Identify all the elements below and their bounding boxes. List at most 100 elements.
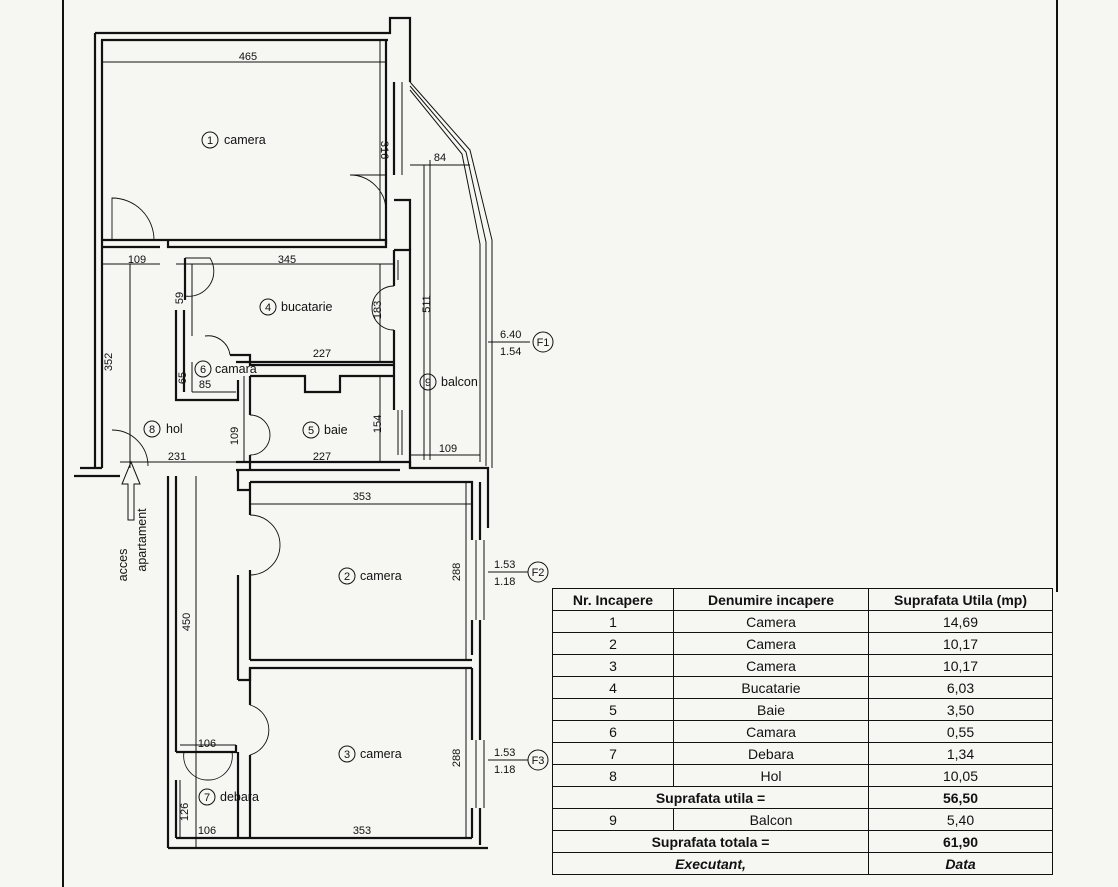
room-label-8: 8 hol (143, 420, 183, 438)
cell-name: Balcon (673, 808, 869, 831)
cell-name: Bucatarie (673, 676, 869, 699)
access-label-1: acces (116, 549, 130, 582)
room-label-7: 7 debara (198, 788, 259, 806)
svg-text:baie: baie (324, 423, 348, 437)
executant-label: Executant, (552, 852, 869, 875)
dim-154: 154 (372, 415, 384, 433)
cell-nr: 6 (552, 720, 674, 743)
cell-name: Camera (673, 654, 869, 677)
svg-text:1.18: 1.18 (494, 764, 515, 776)
dim-353-b: 353 (353, 825, 371, 837)
svg-text:balcon: balcon (441, 375, 478, 389)
drawing-frame-right (1056, 0, 1058, 592)
cell-name: Hol (673, 764, 869, 787)
dim-85: 85 (199, 379, 211, 391)
svg-text:1.53: 1.53 (494, 559, 515, 571)
access-label-2: apartament (135, 508, 149, 572)
dim-465: 465 (239, 51, 257, 63)
useful-area-value: 56,50 (868, 786, 1053, 809)
svg-text:3: 3 (344, 749, 350, 761)
balcony-row: 9 Balcon 5,40 (552, 808, 1053, 831)
svg-text:1: 1 (207, 135, 213, 147)
dim-106-b: 106 (198, 825, 216, 837)
dim-84: 84 (434, 152, 446, 164)
col-header-nr: Nr. Incapere (552, 588, 674, 611)
room-label-5: 5 baie (302, 421, 348, 439)
walls (74, 16, 490, 850)
window-marks (475, 540, 485, 808)
dim-288-a: 288 (451, 563, 463, 581)
svg-text:4: 4 (265, 302, 271, 314)
svg-text:F1: F1 (537, 337, 550, 349)
cell-nr: 9 (552, 808, 674, 831)
cell-name: Baie (673, 698, 869, 721)
dim-353-a: 353 (353, 491, 371, 503)
svg-text:8: 8 (149, 424, 155, 436)
cell-nr: 3 (552, 654, 674, 677)
svg-text:1.53: 1.53 (494, 747, 515, 759)
svg-text:F2: F2 (532, 567, 545, 579)
dim-126: 126 (179, 803, 191, 821)
cell-nr: 5 (552, 698, 674, 721)
cell-area: 10,17 (868, 632, 1053, 655)
cell-area: 0,55 (868, 720, 1053, 743)
cell-nr: 1 (552, 610, 674, 633)
drawing-frame-left (62, 0, 64, 887)
dim-106-a: 106 (198, 738, 216, 750)
doors (111, 174, 395, 781)
col-header-name: Denumire incapere (673, 588, 869, 611)
dim-450: 450 (181, 613, 193, 631)
svg-text:camera: camera (360, 747, 402, 761)
cell-name: Camera (673, 610, 869, 633)
svg-text:5: 5 (308, 425, 314, 437)
dim-352: 352 (103, 353, 115, 371)
dim-227-b: 227 (313, 451, 331, 463)
dim-231: 231 (168, 451, 186, 463)
dim-227-a: 227 (313, 348, 331, 360)
dim-109-b: 109 (229, 427, 241, 445)
window-callout-f1: 6.40 1.54 F1 (500, 329, 554, 358)
svg-text:9: 9 (425, 377, 431, 389)
cell-name: Camara (673, 720, 869, 743)
useful-area-row: Suprafata utila = 56,50 (552, 786, 1053, 809)
room-label-3: 3 camera (338, 745, 402, 763)
svg-text:1.54: 1.54 (500, 346, 521, 358)
cell-area: 10,17 (868, 654, 1053, 677)
svg-text:6.40: 6.40 (500, 329, 521, 341)
dim-109-c: 109 (439, 443, 457, 455)
svg-text:camera: camera (360, 569, 402, 583)
cell-nr: 8 (552, 764, 674, 787)
area-table: Nr. Incapere Denumire incapere Suprafata… (552, 588, 1053, 875)
cell-area: 1,34 (868, 742, 1053, 765)
entrance-arrow-icon (121, 460, 141, 521)
room-label-4: 4 bucatarie (259, 298, 332, 316)
svg-text:F3: F3 (532, 755, 545, 767)
table-header-row: Nr. Incapere Denumire incapere Suprafata… (552, 588, 1053, 611)
cell-area: 5,40 (868, 808, 1053, 831)
cell-area: 10,05 (868, 764, 1053, 787)
dim-288-b: 288 (451, 749, 463, 767)
date-label: Data (868, 852, 1053, 875)
cell-nr: 4 (552, 676, 674, 699)
cell-area: 3,50 (868, 698, 1053, 721)
dim-183: 183 (372, 301, 384, 319)
total-area-value: 61,90 (868, 830, 1053, 853)
svg-text:bucatarie: bucatarie (281, 300, 332, 314)
room-label-6: 6 camara (194, 360, 257, 378)
signature-row: Executant, Data (552, 852, 1053, 875)
svg-text:camara: camara (215, 362, 257, 376)
cell-nr: 7 (552, 742, 674, 765)
cell-area: 6,03 (868, 676, 1053, 699)
dim-109-a: 109 (128, 254, 146, 266)
useful-area-label: Suprafata utila = (552, 786, 869, 809)
dim-316: 316 (378, 141, 390, 159)
cell-area: 14,69 (868, 610, 1053, 633)
dim-59: 59 (174, 292, 186, 304)
svg-text:camera: camera (224, 133, 266, 147)
